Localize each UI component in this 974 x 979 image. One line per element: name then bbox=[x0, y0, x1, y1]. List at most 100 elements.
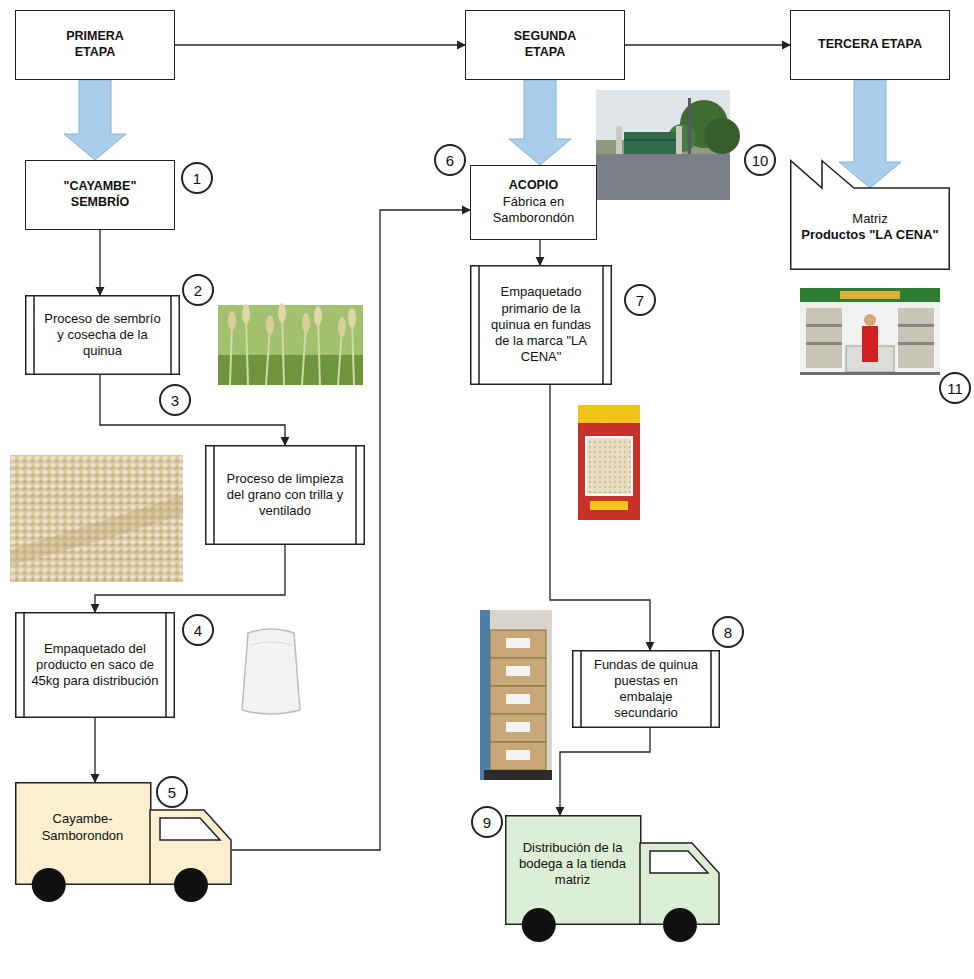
store-photo bbox=[862, 326, 878, 362]
boxes-photo bbox=[490, 686, 546, 714]
quinoa-field-photo bbox=[348, 308, 356, 328]
quinoa-grain-photo bbox=[10, 455, 183, 582]
truck-shape: Distribución de la bodega a la tienda ma… bbox=[505, 815, 720, 925]
stage-box: SEGUNDA ETAPA bbox=[465, 10, 625, 80]
callout-circle: 3 bbox=[159, 384, 191, 416]
process-outline bbox=[471, 266, 612, 385]
quinoa-field-photo bbox=[278, 303, 286, 323]
sack-photo bbox=[250, 642, 292, 645]
boxes-photo bbox=[490, 630, 546, 658]
quinoa-field-photo bbox=[230, 313, 354, 385]
quinoa-grain-photo bbox=[10, 455, 183, 582]
sack-photo bbox=[242, 629, 300, 714]
block-arrow bbox=[64, 80, 126, 160]
process-side-lines bbox=[479, 265, 603, 385]
boxes-photo bbox=[480, 610, 490, 780]
callout-number: 1 bbox=[193, 170, 201, 187]
factory-photo bbox=[596, 90, 740, 200]
flow-arrow bbox=[560, 728, 650, 815]
node-text: Fábrica en Samborondón bbox=[479, 194, 588, 227]
callout-circle: 7 bbox=[624, 284, 656, 316]
quinoa-field-photo bbox=[266, 315, 274, 335]
factory-shape: MatrizProductos "LA CENA" bbox=[790, 160, 950, 270]
process-side-lines bbox=[24, 612, 166, 718]
process-box: Proceso de sembrío y cosecha de la quinu… bbox=[25, 295, 180, 375]
callout-circle: 11 bbox=[939, 372, 971, 404]
truck-wheel bbox=[522, 908, 556, 942]
store-photo bbox=[800, 288, 940, 375]
callout-circle: 1 bbox=[181, 162, 213, 194]
stage-box: TERCERA ETAPA bbox=[790, 10, 950, 80]
store-photo bbox=[898, 324, 934, 327]
flow-arrow bbox=[539, 240, 540, 265]
store-photo bbox=[898, 308, 934, 368]
callout-circle: 9 bbox=[471, 806, 503, 838]
store-photo bbox=[800, 288, 940, 302]
callout-number: 5 bbox=[168, 784, 176, 801]
factory-photo bbox=[596, 154, 730, 200]
process-outline bbox=[573, 651, 720, 728]
boxes-photo bbox=[480, 610, 552, 780]
process-box: Proceso de limpieza del grano con trilla… bbox=[205, 445, 365, 545]
process-outline bbox=[16, 613, 175, 718]
process-side-lines bbox=[214, 445, 356, 545]
truck-wheel bbox=[32, 868, 66, 902]
node-text: Distribución de la bodega a la tienda ma… bbox=[513, 840, 632, 889]
store-photo bbox=[840, 291, 900, 299]
callout-number: 8 bbox=[724, 624, 732, 641]
quinoa-package-photo bbox=[578, 405, 640, 520]
quinoa-field-photo bbox=[218, 305, 363, 385]
boxes-photo bbox=[490, 742, 546, 770]
factory-photo bbox=[688, 98, 691, 154]
node-heading: PRIMERA ETAPA bbox=[52, 29, 138, 60]
node-text: Empaquetado del producto en saco de 45kg… bbox=[31, 641, 159, 690]
factory-photo bbox=[676, 126, 682, 154]
quinoa-field-photo bbox=[338, 317, 346, 337]
truck-cargo bbox=[506, 816, 641, 925]
location-box: "CAYAMBE" SEMBRÍO bbox=[25, 160, 175, 230]
factory-photo bbox=[624, 139, 676, 141]
boxes-photo bbox=[480, 610, 552, 780]
boxes-photo bbox=[506, 750, 530, 760]
factory-photo bbox=[704, 118, 740, 154]
boxes-photo bbox=[490, 714, 546, 742]
callout-circle: 2 bbox=[182, 274, 214, 306]
flow-arrow bbox=[175, 44, 465, 45]
flow-arrow bbox=[95, 545, 285, 612]
quinoa-package-photo bbox=[586, 437, 632, 495]
store-photo bbox=[898, 342, 934, 345]
truck-wheel bbox=[663, 908, 697, 942]
callout-circle: 10 bbox=[744, 144, 776, 176]
block-arrow bbox=[839, 80, 901, 188]
store-photo bbox=[800, 288, 940, 375]
quinoa-package-photo bbox=[578, 405, 640, 423]
boxes-photo bbox=[506, 666, 530, 676]
process-box: Empaquetado primario de la quinua en fun… bbox=[470, 265, 612, 385]
process-outline bbox=[206, 446, 365, 545]
truck-cargo bbox=[16, 783, 151, 885]
callout-circle: 6 bbox=[434, 144, 466, 176]
node-text: Cayambe-Samborondon bbox=[23, 811, 142, 844]
flow-arrow bbox=[625, 44, 790, 45]
quinoa-field-photo bbox=[314, 306, 322, 326]
node-text: Fundas de quinua puestas en embalaje sec… bbox=[588, 657, 704, 722]
factory-outline bbox=[791, 161, 950, 270]
boxes-photo bbox=[484, 770, 552, 780]
callout-number: 4 bbox=[194, 622, 202, 639]
truck-window bbox=[160, 818, 220, 840]
node-heading: "CAYAMBE" SEMBRÍO bbox=[54, 179, 146, 210]
boxes-photo bbox=[490, 658, 546, 686]
callout-number: 2 bbox=[194, 282, 202, 299]
node-heading: TERCERA ETAPA bbox=[818, 37, 922, 53]
node-heading: ACOPIO bbox=[509, 178, 558, 194]
truck-shape: Cayambe-Samborondon bbox=[15, 782, 232, 885]
store-photo bbox=[806, 308, 842, 368]
node-text: Proceso de limpieza del grano con trilla… bbox=[221, 471, 349, 520]
store-photo bbox=[864, 314, 876, 326]
node-text: Empaquetado primario de la quinua en fun… bbox=[486, 284, 596, 365]
boxes-photo bbox=[506, 694, 530, 704]
process-side-lines bbox=[34, 295, 171, 375]
callout-number: 3 bbox=[171, 392, 179, 409]
flow-arrow bbox=[100, 375, 285, 445]
